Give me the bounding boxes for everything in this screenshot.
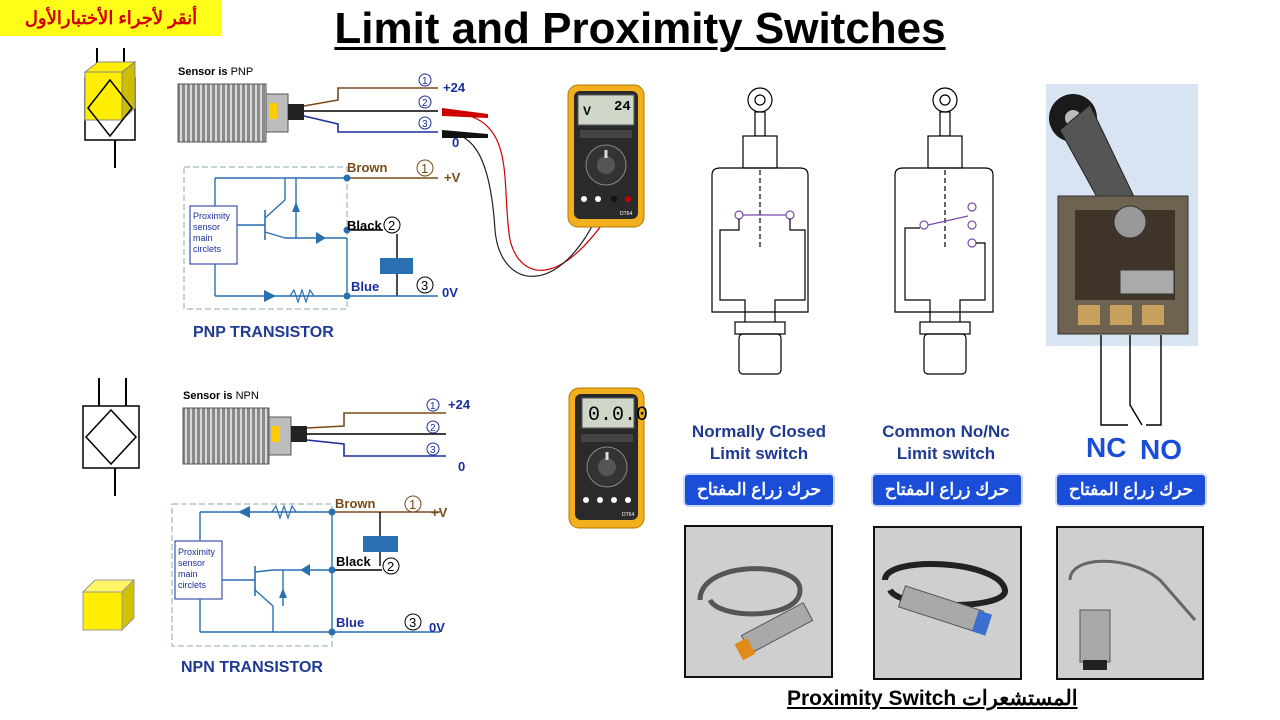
pnp-sensor-label: Sensor is PNP <box>178 66 253 78</box>
pnp-main-circuit-box: Proximity sensor main circlets <box>193 211 231 254</box>
multimeter-top <box>441 84 645 277</box>
proximity-switch-caption: Proximity Switch المستشعرات <box>787 687 1078 710</box>
pnp-circuit <box>183 166 438 310</box>
pnp-terminal-3: 3 <box>422 119 428 130</box>
npn-supply-zero: 0 <box>458 459 465 474</box>
npn-sensor-label: Sensor is NPN <box>183 390 259 402</box>
npn-transistor-label: NPN TRANSISTOR <box>181 659 323 676</box>
npn-supply-positive: +24 <box>448 397 471 412</box>
limit-switch-common <box>894 87 994 375</box>
pnp-box-line-4: circlets <box>193 244 222 254</box>
move-lever-button-common[interactable]: حرك زراع المفتاح <box>873 475 1021 505</box>
npn-wire-brown: Brown <box>335 496 376 511</box>
target-cube <box>81 578 136 632</box>
pnp-wire-black: Black <box>347 218 382 233</box>
pnp-rail-positive: +V <box>444 170 461 185</box>
npn-circuit-terminal-3: 3 <box>409 615 416 630</box>
normally-closed-caption: Normally Closed Limit switch <box>680 421 838 465</box>
npn-circuit-terminal-2: 2 <box>387 559 394 574</box>
common-no-nc-caption: Common No/Nc Limit switch <box>868 421 1024 465</box>
pnp-circuit-terminal-3: 3 <box>421 278 428 293</box>
pnp-supply-zero: 0 <box>452 135 459 150</box>
npn-circuit-terminals: 1 2 3 <box>382 495 422 631</box>
move-lever-button-physical[interactable]: حرك زراع المفتاح <box>1057 475 1205 505</box>
npn-box-line-2: sensor <box>178 558 205 568</box>
meter-top-model: DT64 <box>620 211 632 217</box>
pnp-box-line-2: sensor <box>193 222 220 232</box>
pnp-box-line-1: Proximity <box>193 211 231 221</box>
pnp-terminal-1: 1 <box>422 76 428 87</box>
meter-bottom-reading: 0.0.0 <box>588 404 648 427</box>
pnp-terminal-2: 2 <box>422 98 428 109</box>
npn-box-line-4: circlets <box>178 580 207 590</box>
common-caption-line-1: Common No/Nc <box>882 422 1010 441</box>
limit-switch-nc <box>711 87 809 375</box>
meter-bottom-model: DT64 <box>622 512 634 518</box>
move-lever-button-nc[interactable]: حرك زراع المفتاح <box>685 475 833 505</box>
no-contact-label: NO <box>1140 434 1182 465</box>
proximity-photo-2 <box>873 526 1022 680</box>
npn-wire-blue: Blue <box>336 615 364 630</box>
npn-terminal-2: 2 <box>430 423 436 434</box>
pnp-box-line-3: main <box>193 233 213 243</box>
meter-top-reading: 24 <box>614 99 631 115</box>
lever-switch-photo <box>1046 84 1198 426</box>
pnp-circuit-terminal-2: 2 <box>388 218 395 233</box>
npn-box-line-1: Proximity <box>178 547 216 557</box>
proximity-photo-1 <box>684 525 833 678</box>
pnp-supply-positive: +24 <box>443 80 466 95</box>
multimeter-bottom <box>568 387 645 529</box>
npn-rail-positive: +V <box>431 505 448 520</box>
npn-circuit-terminal-1: 1 <box>409 497 416 512</box>
run-first-test-button[interactable]: أنقر لأجراء الأختبارالأول <box>0 0 222 36</box>
npn-terminal-numbers: 1 2 3 <box>426 398 440 456</box>
normally-closed-caption-line-1: Normally Closed <box>691 422 827 441</box>
npn-terminal-1: 1 <box>430 401 436 412</box>
pnp-transistor-label: PNP TRANSISTOR <box>193 324 334 341</box>
pnp-wire-blue: Blue <box>351 279 379 294</box>
npn-main-circuit-box: Proximity sensor main circlets <box>178 547 216 590</box>
npn-terminal-3: 3 <box>430 445 436 456</box>
common-caption-line-2: Limit switch <box>896 444 996 463</box>
pnp-circuit-terminals: 1 2 3 <box>383 159 434 294</box>
meter-top-unit: V <box>583 104 591 118</box>
normally-closed-caption-line-2: Limit switch <box>709 444 809 463</box>
pnp-sensor-body <box>177 83 438 143</box>
npn-sensor-symbol <box>82 378 140 496</box>
npn-rail-zero: 0V <box>429 620 445 635</box>
nc-contact-label: NC <box>1086 432 1127 463</box>
pnp-circuit-terminal-1: 1 <box>421 161 428 176</box>
npn-wire-black: Black <box>336 554 371 569</box>
npn-box-line-3: main <box>178 569 198 579</box>
pnp-wire-brown: Brown <box>347 160 388 175</box>
pnp-rail-zero: 0V <box>442 285 458 300</box>
npn-circuit <box>171 503 440 647</box>
pnp-sensor-symbol <box>83 48 137 168</box>
pnp-terminal-numbers: 1 2 3 <box>418 73 432 130</box>
proximity-photo-3 <box>1056 526 1204 680</box>
npn-sensor-body <box>182 407 446 465</box>
page-title: Limit and Proximity Switches <box>334 4 946 53</box>
